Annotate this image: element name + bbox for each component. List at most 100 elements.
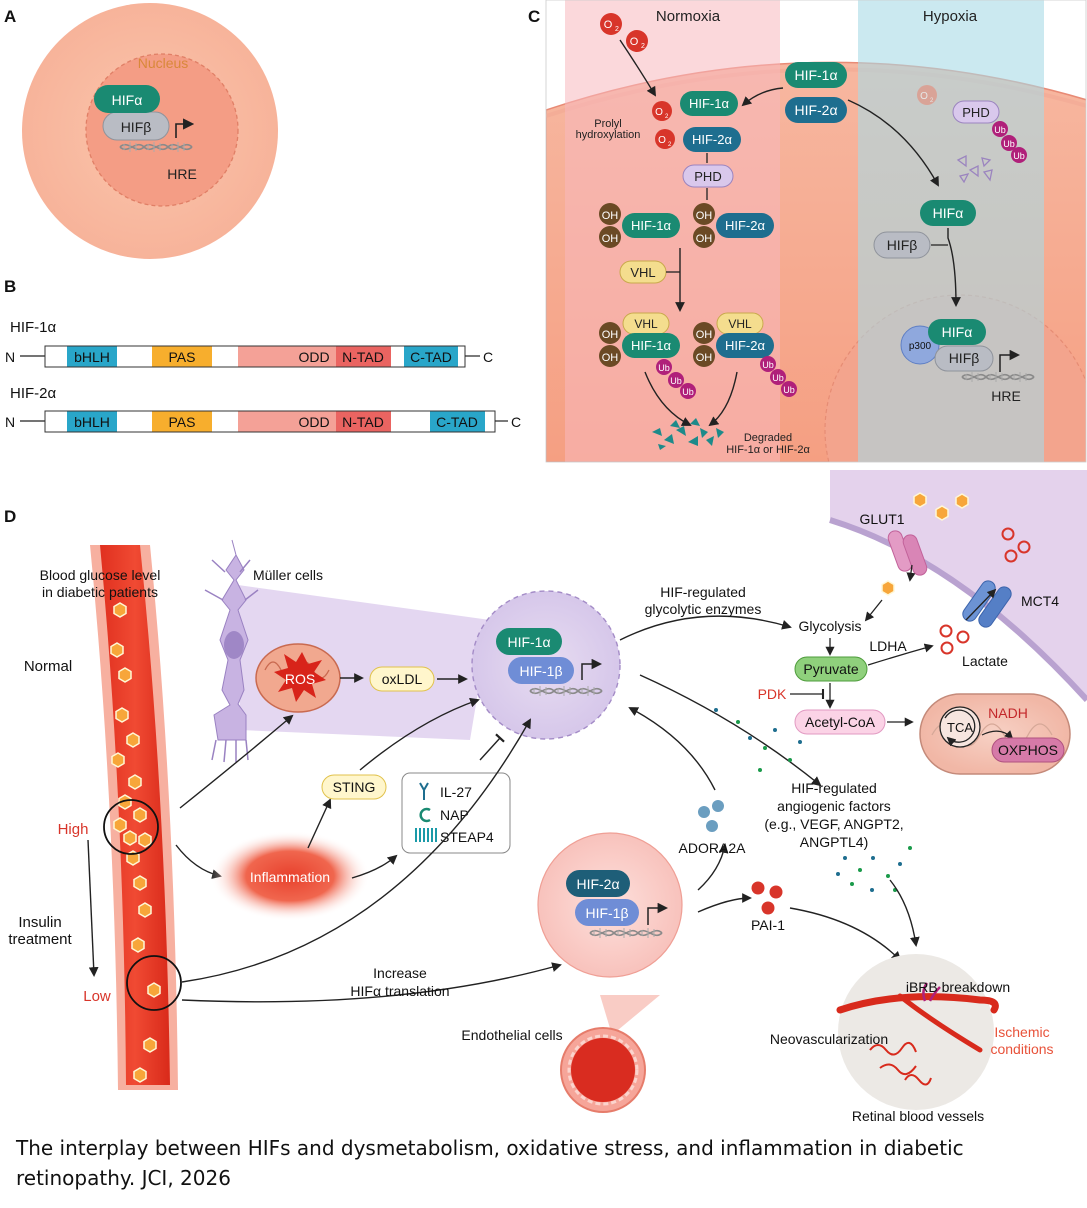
hif2a-box — [785, 97, 847, 123]
vhl-bound-hif2a: VHL OH OH HIF-2α Ub Ub Ub — [693, 312, 797, 397]
hif-beta-label: HIFβ — [949, 350, 980, 366]
hif-beta-box — [873, 231, 931, 259]
ub-icon: Ub — [762, 360, 774, 370]
il27-label: IL-27 — [440, 784, 472, 800]
o2-molecule: O 2 — [626, 30, 648, 52]
phd-box — [682, 164, 734, 188]
figure-caption: The interplay between HIFs and dysmetabo… — [16, 1136, 964, 1190]
domain-odd: ODD — [298, 414, 329, 430]
retina-circle — [838, 954, 994, 1110]
domain-odd: ODD — [298, 349, 329, 365]
hypoxia-title: Hypoxia — [923, 8, 978, 25]
ub-icon: Ub — [994, 125, 1006, 135]
oh-label: OH — [602, 329, 619, 341]
low-label: Low — [83, 988, 111, 1005]
o2-molecule: O 2 — [652, 101, 672, 121]
domain-ntad: N-TAD — [342, 349, 384, 365]
hif-beta-label: HIFβ — [121, 119, 152, 135]
oh-label: OH — [696, 329, 713, 341]
hif2a-label: HIF-2α — [576, 876, 619, 892]
glut1-label: GLUT1 — [859, 511, 904, 527]
hif-alpha-label: HIFα — [112, 92, 143, 108]
domain-ctad: C-TAD — [410, 349, 452, 365]
blood-glucose-label: Blood glucose level — [40, 567, 161, 583]
sting-box — [321, 774, 387, 800]
transcription-arrow-icon — [581, 658, 603, 680]
domain-ctad: C-TAD — [436, 414, 478, 430]
mitochondrion-tca: TCA NADH OXPHOS — [919, 693, 1071, 775]
p300-label: p300 — [909, 341, 932, 352]
nap-label: NAP — [440, 807, 469, 823]
nucleus-label: Nucleus — [138, 55, 189, 71]
hif2a-box — [566, 870, 630, 897]
domain-ntad: N-TAD — [342, 414, 384, 430]
c-terminus: C — [483, 349, 493, 365]
vhl-label: VHL — [728, 317, 752, 331]
translation-label: HIFα translation — [350, 983, 449, 999]
hif2a-label: HIF-2α — [725, 218, 766, 233]
o2-sub: 2 — [665, 114, 669, 120]
transcription-arrow-icon — [647, 902, 669, 925]
neovascularization-label: Neovascularization — [770, 1031, 888, 1047]
hif1a-box — [622, 213, 680, 238]
oh-label: OH — [696, 233, 713, 245]
retinal-vessels-icon — [836, 982, 999, 1086]
hypoxia-band — [858, 0, 1044, 462]
acetyl-coa-label: Acetyl-CoA — [805, 714, 876, 730]
high-label: High — [58, 821, 89, 838]
o2-sub: 2 — [930, 98, 934, 104]
pdk-label: PDK — [758, 686, 787, 702]
degraded-label: Degraded — [744, 432, 792, 444]
muller-cell-icon — [204, 539, 259, 763]
blood-glucose-label-2: in diabetic patients — [42, 584, 158, 600]
panel-b-hif2a: HIF-2α N bHLH PAS ODD N-TAD C-TAD C — [5, 385, 521, 433]
domain-pas: PAS — [169, 414, 196, 430]
hif2a-label: HIF-2α — [692, 132, 733, 147]
muller-label: Müller cells — [253, 567, 323, 583]
degraded-species-label: HIF-1α or HIF-2α — [726, 444, 810, 456]
steap4-icon — [415, 828, 437, 842]
glut1-transporter-icon — [887, 530, 928, 576]
hif1a-box — [496, 628, 562, 655]
n-terminus: N — [5, 349, 15, 365]
o2-text: O — [630, 36, 639, 48]
mitochondrion-ros: ROS — [255, 643, 341, 713]
angiogenic-dots — [714, 708, 912, 892]
hif-alpha-box — [920, 200, 976, 226]
glycolysis-label: Glycolysis — [798, 618, 861, 634]
endothelial-projection — [600, 995, 660, 1035]
tca-label: TCA — [947, 720, 973, 735]
hif1a-box — [680, 91, 738, 116]
prolyl-label: Prolyl — [594, 118, 622, 130]
o2-sub: 2 — [668, 142, 672, 148]
ub-icon: Ub — [1003, 139, 1015, 149]
domain-pas: PAS — [169, 349, 196, 365]
ibrb-label: iBRB breakdown — [906, 979, 1010, 995]
o2-molecule: O 2 — [600, 13, 622, 35]
ub-icon: Ub — [783, 385, 795, 395]
low-glucose-circle — [126, 955, 182, 1011]
hre-label: HRE — [167, 166, 197, 182]
ub-icon: Ub — [682, 387, 694, 397]
hif2a-box — [683, 127, 741, 152]
oxldl-box — [369, 666, 435, 692]
insulin-label: Insulin — [18, 914, 61, 931]
angiogenic-label-1: HIF-regulated — [791, 780, 877, 796]
panel-label-b: B — [4, 277, 16, 296]
hif-beta-box — [934, 345, 994, 372]
o2-text: O — [658, 135, 666, 146]
ros-burst-icon — [274, 652, 326, 702]
phd-label: PHD — [962, 105, 989, 120]
angiogenic-label-3: (e.g., VEGF, ANGPT2, — [764, 816, 903, 832]
hydroxylated-hif1a: OH OH HIF-1α — [599, 203, 680, 248]
angiogenic-label-2: angiogenic factors — [777, 798, 891, 814]
oh-label: OH — [602, 352, 619, 364]
vhl-bound-hif1a: VHL OH OH HIF-1α Ub Ub Ub — [599, 312, 696, 399]
normoxia-title: Normoxia — [656, 8, 721, 25]
transcription-arrow-icon — [175, 118, 195, 138]
domain-bhlh: bHLH — [74, 349, 110, 365]
hydroxylation-label: hydroxylation — [576, 129, 641, 141]
ub-icon: Ub — [772, 373, 784, 383]
degraded-fragments-icon — [652, 418, 724, 450]
hif1a-label: HIF-1α — [689, 96, 730, 111]
